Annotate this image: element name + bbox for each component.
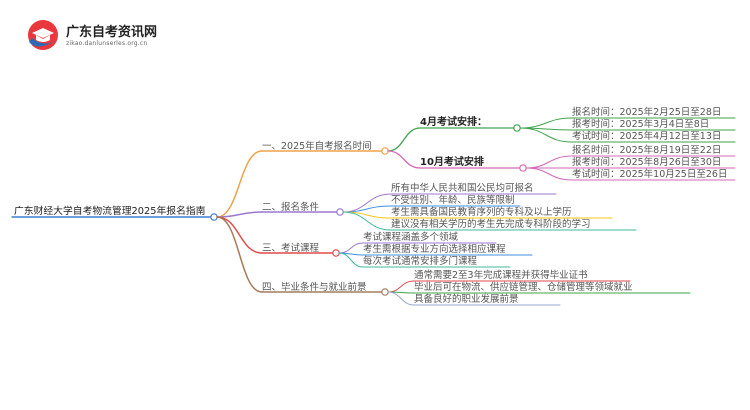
courses-leaf-2: 考生需根据专业方向选择相应课程 xyxy=(363,244,506,255)
sub-october-exam-label[interactable]: 10月考试安排 xyxy=(420,157,484,168)
branch-node-1[interactable] xyxy=(381,147,389,155)
leaf-connector-2-1 xyxy=(525,155,573,169)
october-leaf-register: 报名时间：2025年8月19日至22日 xyxy=(572,145,722,156)
eligibility-leaf-3: 考生需具备国民教育序列的专科及以上学历 xyxy=(391,207,572,218)
courses-leaf-connector-1 xyxy=(338,242,364,254)
courses-leaf-connector-3 xyxy=(338,252,364,268)
sub-connector-2 xyxy=(387,150,421,169)
branch-eligibility-label[interactable]: 二、报名条件 xyxy=(262,202,320,213)
courses-leaf-1: 考试课程涵盖多个领域 xyxy=(363,232,459,243)
october-leaf-apply: 报考时间：2025年8月26日至30日 xyxy=(572,157,722,168)
graduation-leaf-3: 具备良好的职业发展前景 xyxy=(414,294,519,305)
branch-connector-1 xyxy=(216,150,263,218)
sub-april-exam-label[interactable]: 4月考试安排： xyxy=(420,117,487,128)
october-leaf-exam: 考试时间：2025年10月25日至26日 xyxy=(572,169,728,180)
branch-courses-label[interactable]: 三、考试课程 xyxy=(262,243,320,254)
branch-node-2[interactable] xyxy=(336,208,344,216)
branch-node-4[interactable] xyxy=(381,288,389,296)
site-url: zikao.danlunserles.org.cn xyxy=(66,40,148,47)
branch-graduation-label[interactable]: 四、毕业条件与就业前景 xyxy=(262,282,367,293)
branch-node-3[interactable] xyxy=(332,249,340,257)
april-leaf-register: 报名时间：2025年2月25日至28日 xyxy=(572,107,722,118)
branch-connector-2 xyxy=(216,211,263,218)
graduation-leaf-2: 毕业后可在物流、供应链管理、仓储管理等领域就业 xyxy=(414,282,633,293)
eligibility-leaf-1: 所有中华人民共和国公民均可报名 xyxy=(391,183,534,194)
april-leaf-apply: 报考时间：2025年3月4日至8日 xyxy=(572,119,710,130)
site-logo[interactable]: 广东自考资讯网 zikao.danlunserles.org.cn xyxy=(26,18,206,54)
branch-schedule-label[interactable]: 一、2025年自考报名时间 xyxy=(262,141,372,152)
site-title: 广东自考资讯网 xyxy=(66,25,158,40)
eligibility-leaf-connector-4 xyxy=(342,211,392,231)
root-node[interactable] xyxy=(210,213,218,221)
sub-node-2[interactable] xyxy=(519,164,527,172)
graduation-cap-logo-icon xyxy=(28,20,58,50)
branch-connector-4 xyxy=(216,216,263,293)
root-topic[interactable]: 广东财经大学自考物流管理2025年报名指南 xyxy=(14,206,206,217)
courses-leaf-3: 每次考试通常安排多门课程 xyxy=(363,256,478,267)
sub-connector-1 xyxy=(387,127,421,152)
leaf-connector-1-1 xyxy=(519,117,573,129)
branch-connector-3 xyxy=(216,216,263,254)
eligibility-leaf-4: 建议没有相关学历的考生先完成专科阶段的学习 xyxy=(391,219,591,230)
leaf-connector-2-3 xyxy=(525,167,573,181)
graduation-leaf-1: 通常需要2至3年完成课程并获得毕业证书 xyxy=(414,270,588,281)
eligibility-leaf-2: 不受性别、年龄、民族等限制 xyxy=(391,195,515,206)
graduation-leaf-connector-1 xyxy=(387,280,415,293)
graduation-leaf-connector-3 xyxy=(387,291,415,306)
sub-node-1[interactable] xyxy=(513,124,521,132)
april-leaf-exam: 考试时间：2025年4月12日至13日 xyxy=(572,131,722,142)
leaf-connector-1-3 xyxy=(519,127,573,143)
